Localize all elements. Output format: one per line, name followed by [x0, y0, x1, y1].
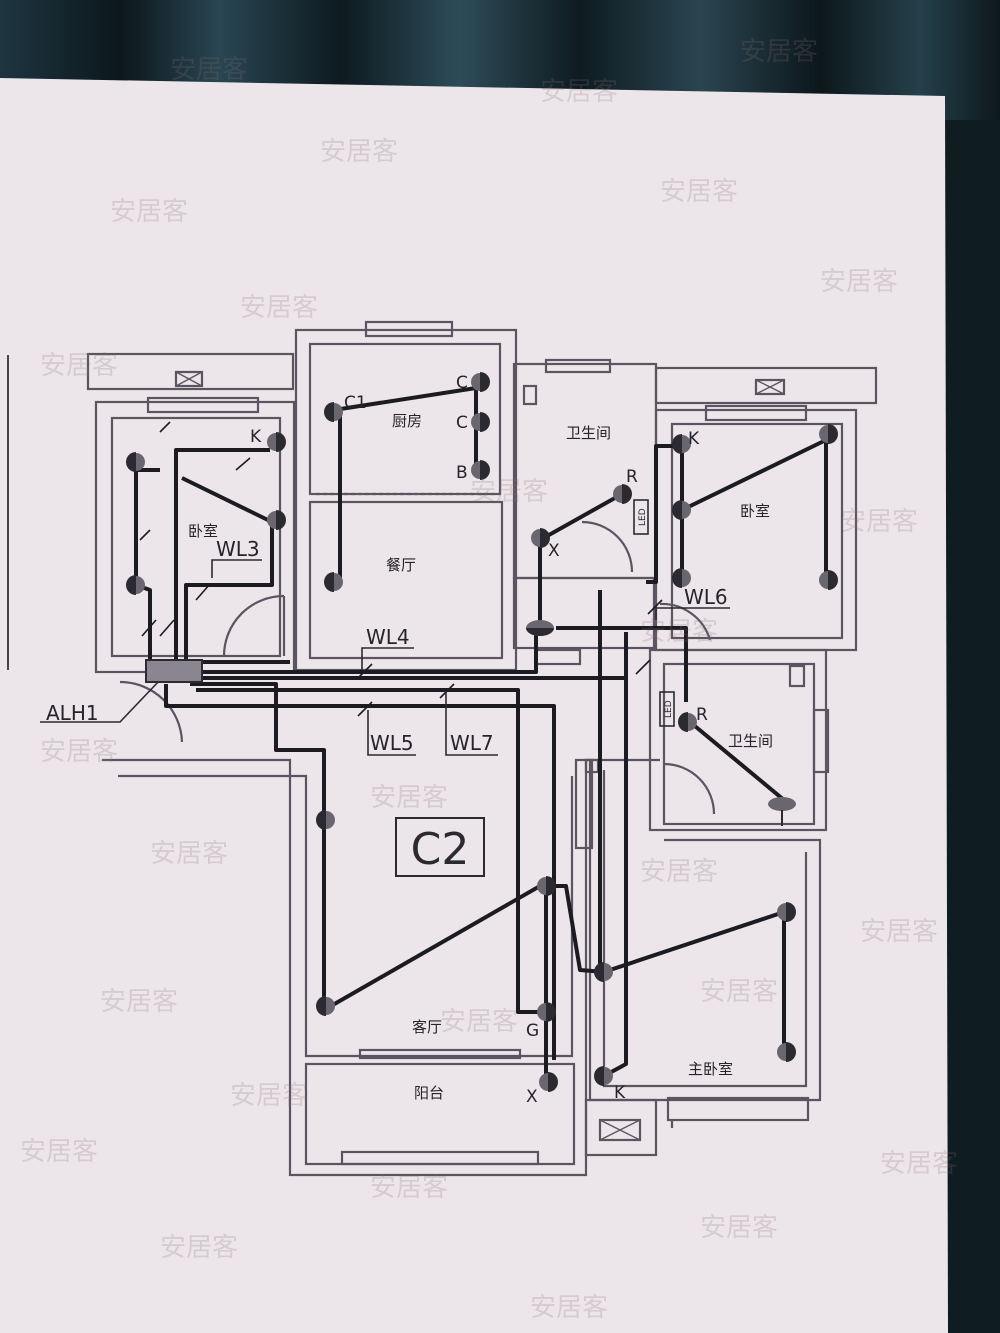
label-kitchen-c-mid: C [456, 413, 468, 433]
svg-text:安居客: 安居客 [530, 1293, 608, 1323]
label-bath-upper-r: R [626, 467, 638, 487]
fixture-bedroom-right-k [672, 434, 691, 454]
fixture-master-2 [777, 902, 796, 922]
circuit-ticks [139, 421, 663, 717]
fixture-bedroom-left-1 [126, 452, 145, 472]
svg-text:安居客: 安居客 [370, 783, 448, 813]
room-dining: 餐厅 [386, 556, 416, 574]
fixture-bath-upper-x [531, 528, 550, 548]
room-bedroom-left: 卧室 [188, 522, 218, 540]
fixture-bedroom-right-2 [672, 500, 691, 520]
svg-text:安居客: 安居客 [110, 197, 188, 227]
fixture-kitchen-c1 [324, 402, 343, 422]
label-bath-lower-r: R [696, 705, 708, 725]
watermarks: 安居客 安居客 安居客 安居客 安居客 安居客 安居客 安居客 安居客 安居客 … [20, 37, 958, 1323]
svg-text:安居客: 安居客 [20, 1137, 98, 1167]
room-bedroom-right: 卧室 [740, 502, 770, 520]
svg-text:安居客: 安居客 [230, 1081, 308, 1111]
circuit-wl3: WL3 [216, 537, 260, 561]
svg-text:安居客: 安居客 [170, 55, 248, 85]
circuit-wl6: WL6 [684, 585, 728, 609]
label-bath-upper-led: LED [638, 508, 648, 526]
vent-boxes [175, 371, 785, 1141]
svg-text:安居客: 安居客 [860, 917, 938, 947]
svg-text:安居客: 安居客 [740, 37, 818, 67]
room-kitchen: 厨房 [392, 412, 422, 430]
plan-title: C2 [411, 824, 470, 875]
room-bathroom-lower: 卫生间 [728, 732, 773, 750]
fixture-bath-lower-r [678, 712, 697, 732]
svg-text:安居客: 安居客 [700, 977, 778, 1007]
label-kitchen-c-top: C [456, 373, 468, 393]
label-kitchen-b: B [456, 463, 468, 483]
svg-text:安居客: 安居客 [820, 267, 898, 297]
fixture-master-k [594, 1066, 613, 1086]
fixture-dining [324, 572, 343, 592]
label-master-k: K [614, 1083, 626, 1103]
distribution-panel [145, 659, 203, 683]
plan-title-box [395, 817, 485, 877]
fixture-bedroom-right-3 [672, 568, 691, 588]
fixture-living-3 [537, 876, 556, 896]
svg-text:安居客: 安居客 [370, 1173, 448, 1203]
svg-text:安居客: 安居客 [440, 1007, 518, 1037]
svg-text:安居客: 安居客 [640, 617, 718, 647]
circuit-wl5: WL5 [370, 731, 414, 755]
fixture-bedroom-right-5 [819, 570, 838, 590]
svg-text:安居客: 安居客 [540, 77, 618, 107]
svg-text:安居客: 安居客 [470, 477, 548, 507]
fixture-bath-upper-r [613, 484, 632, 504]
svg-text:安居客: 安居客 [40, 351, 118, 381]
svg-text:安居客: 安居客 [160, 1233, 238, 1263]
svg-text:安居客: 安居客 [640, 857, 718, 887]
fixture-living-g [537, 1002, 556, 1022]
fixture-bedroom-right-4 [819, 424, 838, 444]
svg-text:安居客: 安居客 [880, 1149, 958, 1179]
fixture-kitchen-c-top [471, 372, 490, 392]
fixture-bedroom-left-3 [267, 510, 286, 530]
label-leaders [40, 559, 730, 756]
svg-text:安居客: 安居客 [150, 839, 228, 869]
fixture-kitchen-b [471, 460, 490, 480]
svg-text:安居客: 安居客 [700, 1213, 778, 1243]
fixture-master-1 [594, 962, 613, 982]
fixture-living-2 [316, 996, 335, 1016]
fixture-kitchen-c-mid [471, 412, 490, 432]
svg-text:安居客: 安居客 [660, 177, 738, 207]
label-balcony-x: X [526, 1087, 538, 1107]
panel-label: ALH1 [46, 701, 99, 725]
fixture-balcony-x [539, 1072, 558, 1092]
fixture-corridor [526, 620, 554, 636]
room-living: 客厅 [412, 1018, 442, 1036]
svg-text:安居客: 安居客 [240, 293, 318, 323]
fixtures [126, 372, 838, 1092]
room-bathroom-upper: 卫生间 [566, 424, 611, 442]
label-bath-lower-led: LED [664, 700, 674, 718]
svg-text:安居客: 安居客 [40, 737, 118, 767]
room-master-bedroom: 主卧室 [688, 1060, 733, 1078]
led-box-lower [659, 691, 675, 727]
label-bedroom-left-k: K [250, 427, 262, 447]
led-box-upper [633, 499, 649, 535]
svg-text:安居客: 安居客 [320, 137, 398, 167]
fixture-bath-lower-mirror [768, 797, 796, 826]
fixture-bedroom-left-k [267, 432, 286, 452]
room-balcony: 阳台 [414, 1084, 444, 1102]
label-bath-upper-x: X [548, 541, 560, 561]
circuit-wl7: WL7 [450, 731, 494, 755]
label-bedroom-right-k: K [688, 429, 700, 449]
label-living-g: G [526, 1021, 539, 1041]
svg-text:安居客: 安居客 [100, 987, 178, 1017]
label-kitchen-c1: C1 [344, 393, 367, 413]
fixture-master-3 [777, 1042, 796, 1062]
svg-text:安居客: 安居客 [840, 507, 918, 537]
circuit-wl4: WL4 [366, 625, 410, 649]
fixture-living-1 [316, 810, 335, 830]
fixture-bedroom-left-2 [126, 575, 145, 595]
